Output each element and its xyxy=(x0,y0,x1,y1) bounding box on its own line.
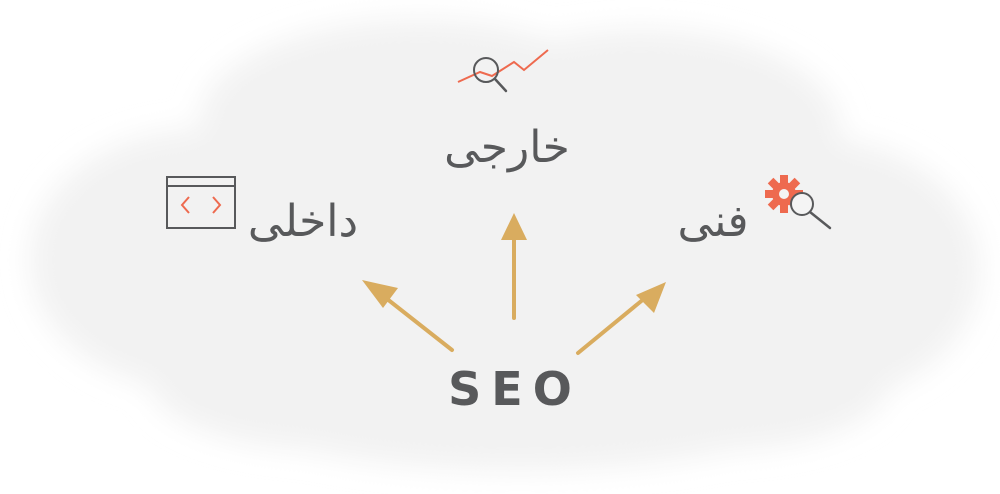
technical-seo-label: فنی xyxy=(677,196,749,247)
internal-seo-label: داخلی xyxy=(247,196,359,247)
seo-center-label: SEO xyxy=(448,362,582,416)
code-window-icon xyxy=(166,176,236,229)
external-seo-label: خارجی xyxy=(444,122,570,173)
gear-search-icon xyxy=(765,175,832,230)
search-trend-icon xyxy=(457,49,549,93)
